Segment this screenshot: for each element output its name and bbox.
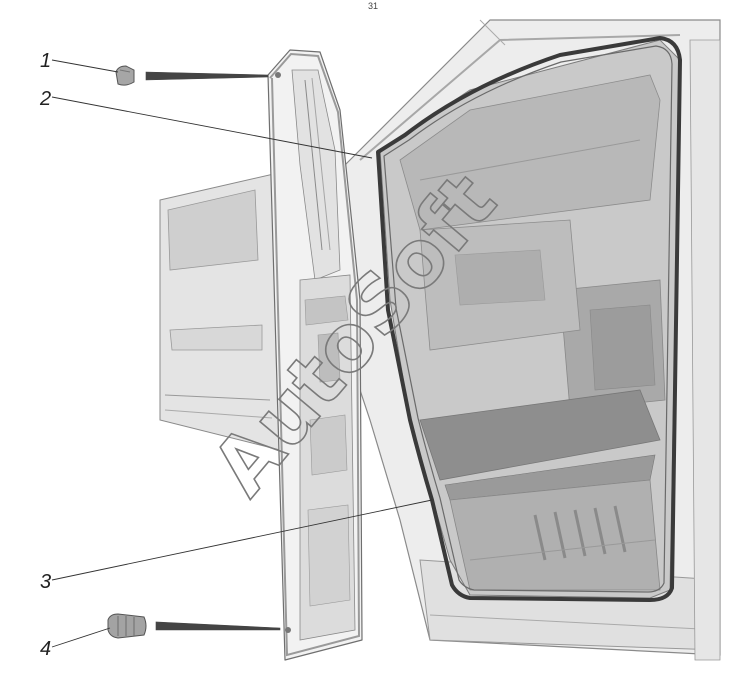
callout-4: 4 [40,638,51,660]
door-opening [379,39,681,599]
door-stop-buffer-upper [115,65,269,86]
leader-lines [51,59,433,648]
install-arrow-lower [155,621,281,631]
opened-door [267,49,363,661]
callout-3: 3 [40,571,51,593]
door-opening-seal [376,36,682,602]
callout-2: 2 [39,88,51,110]
top-mark: 31 [368,1,378,11]
callout-1: 1 [40,50,51,72]
door-stop-buffer-lower [107,613,281,639]
install-arrow-upper [145,71,269,81]
door-frame-weatherstrip [269,52,361,657]
